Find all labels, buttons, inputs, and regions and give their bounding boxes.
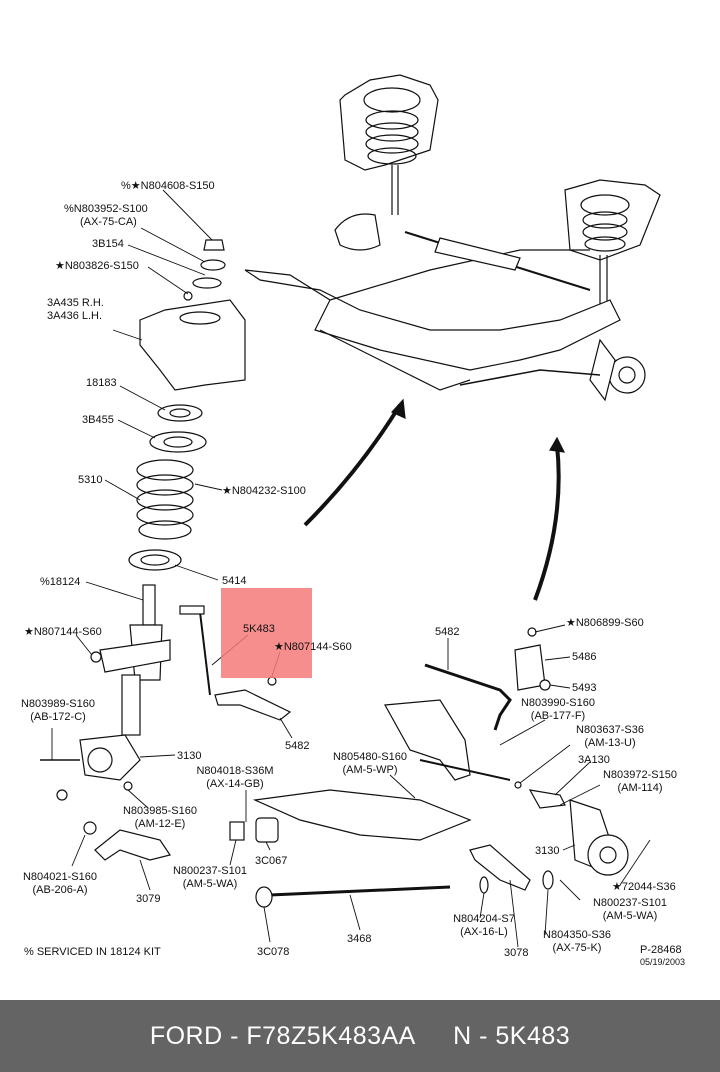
callout-n804350-spec: (AX-75-K) [552, 942, 602, 954]
callout-18124: %18124 [40, 576, 81, 588]
callout-18183: 18183 [86, 377, 117, 389]
callout-n803972-spec: (AM-114) [617, 782, 663, 794]
callout-n804021-spec: (AB-206-A) [32, 884, 88, 896]
diagram-artwork [40, 74, 661, 948]
exploded-parts-diagram: %★N804608-S150 %N803952-S100 (AX-75-CA) … [20, 74, 686, 967]
callout-3c067: 3C067 [255, 855, 288, 867]
figure-date: 05/19/2003 [640, 957, 686, 967]
callout-n803985-spec: (AM-12-E) [134, 818, 186, 830]
callout-3079: 3079 [136, 893, 161, 905]
callout-n803989-spec: (AB-172-C) [30, 711, 86, 723]
reference-number: N - 5K483 [453, 1021, 571, 1050]
callout-3130-left: 3130 [177, 750, 202, 762]
callout-n804232: ★N804232-S100 [222, 485, 306, 497]
callout-5414: 5414 [222, 575, 247, 587]
callout-n804350: N804350-S36 [543, 929, 611, 941]
callout-5310: 5310 [78, 474, 103, 486]
callout-n803985: N803985-S160 [122, 805, 197, 817]
callout-5k483: 5K483 [243, 623, 275, 635]
callout-3a130: 3A130 [578, 754, 610, 766]
callout-n804021: N804021-S160 [22, 871, 97, 883]
callout-n807144-left: ★N807144-S60 [24, 626, 102, 638]
callout-n800237-left-spec: (AM-5-WA) [182, 878, 238, 890]
callout-n805480-spec: (AM-5-WP) [342, 764, 398, 776]
oem-part-number: FORD - F78Z5K483AA [149, 1021, 416, 1050]
callout-n803826: ★N803826-S150 [55, 260, 139, 272]
callout-n800237-right-spec: (AM-5-WA) [602, 910, 658, 922]
callout-3c078: 3C078 [257, 946, 290, 958]
callout-3b455: 3B455 [82, 414, 114, 426]
callout-5482-lower: 5482 [285, 740, 310, 752]
assembled-suspension-illustration [244, 74, 661, 601]
figure-number: P-28468 [640, 944, 682, 956]
exploded-strut-illustration [40, 239, 292, 861]
callout-n803952-spec: (AX-75-CA) [80, 216, 137, 228]
callout-n806899: ★N806899-S60 [566, 617, 644, 629]
callout-n803989: N803989-S160 [20, 698, 95, 710]
callout-n804204-spec: (AX-16-L) [460, 926, 508, 938]
callout-n803990-spec: (AB-177-F) [530, 710, 586, 722]
highlighted-part-region [221, 588, 312, 678]
callout-5482-upper: 5482 [435, 626, 460, 638]
callout-3a435: 3A435 R.H. [47, 297, 104, 309]
callout-3130-right: 3130 [535, 845, 560, 857]
leader-lines [51, 189, 651, 948]
callout-3b154: 3B154 [92, 238, 124, 250]
callout-3468: 3468 [347, 933, 372, 945]
callout-n803990: N803990-S160 [520, 697, 595, 709]
callout-n804608: %★N804608-S150 [121, 180, 215, 192]
callout-n805480: N805480-S160 [332, 751, 407, 763]
callout-n803952: %N803952-S100 [64, 203, 148, 215]
part-number-footer: FORD - F78Z5K483AA N - 5K483 [0, 1000, 720, 1072]
callout-n807144-right: ★N807144-S60 [274, 641, 352, 653]
callout-72044: ★72044-S36 [612, 881, 676, 893]
callout-n800237-left: N800237-S101 [172, 865, 247, 877]
callout-3078: 3078 [504, 947, 529, 959]
callout-n803637: N803637-S36 [576, 724, 644, 736]
callout-5486: 5486 [572, 651, 597, 663]
callout-5493: 5493 [572, 682, 597, 694]
callout-n804018-spec: (AX-14-GB) [206, 778, 264, 790]
kit-note: % SERVICED IN 18124 KIT [24, 946, 161, 958]
callout-n800237-right: N800237-S101 [592, 897, 667, 909]
callout-n804018: N804018-S36M [196, 765, 274, 777]
callout-n803972: N803972-S150 [602, 769, 677, 781]
exploded-steering-illustration [229, 627, 629, 908]
callout-n804204: N804204-S7 [453, 913, 515, 925]
callout-n803637-spec: (AM-13-U) [584, 737, 636, 749]
callout-3a436: 3A436 L.H. [47, 310, 103, 322]
